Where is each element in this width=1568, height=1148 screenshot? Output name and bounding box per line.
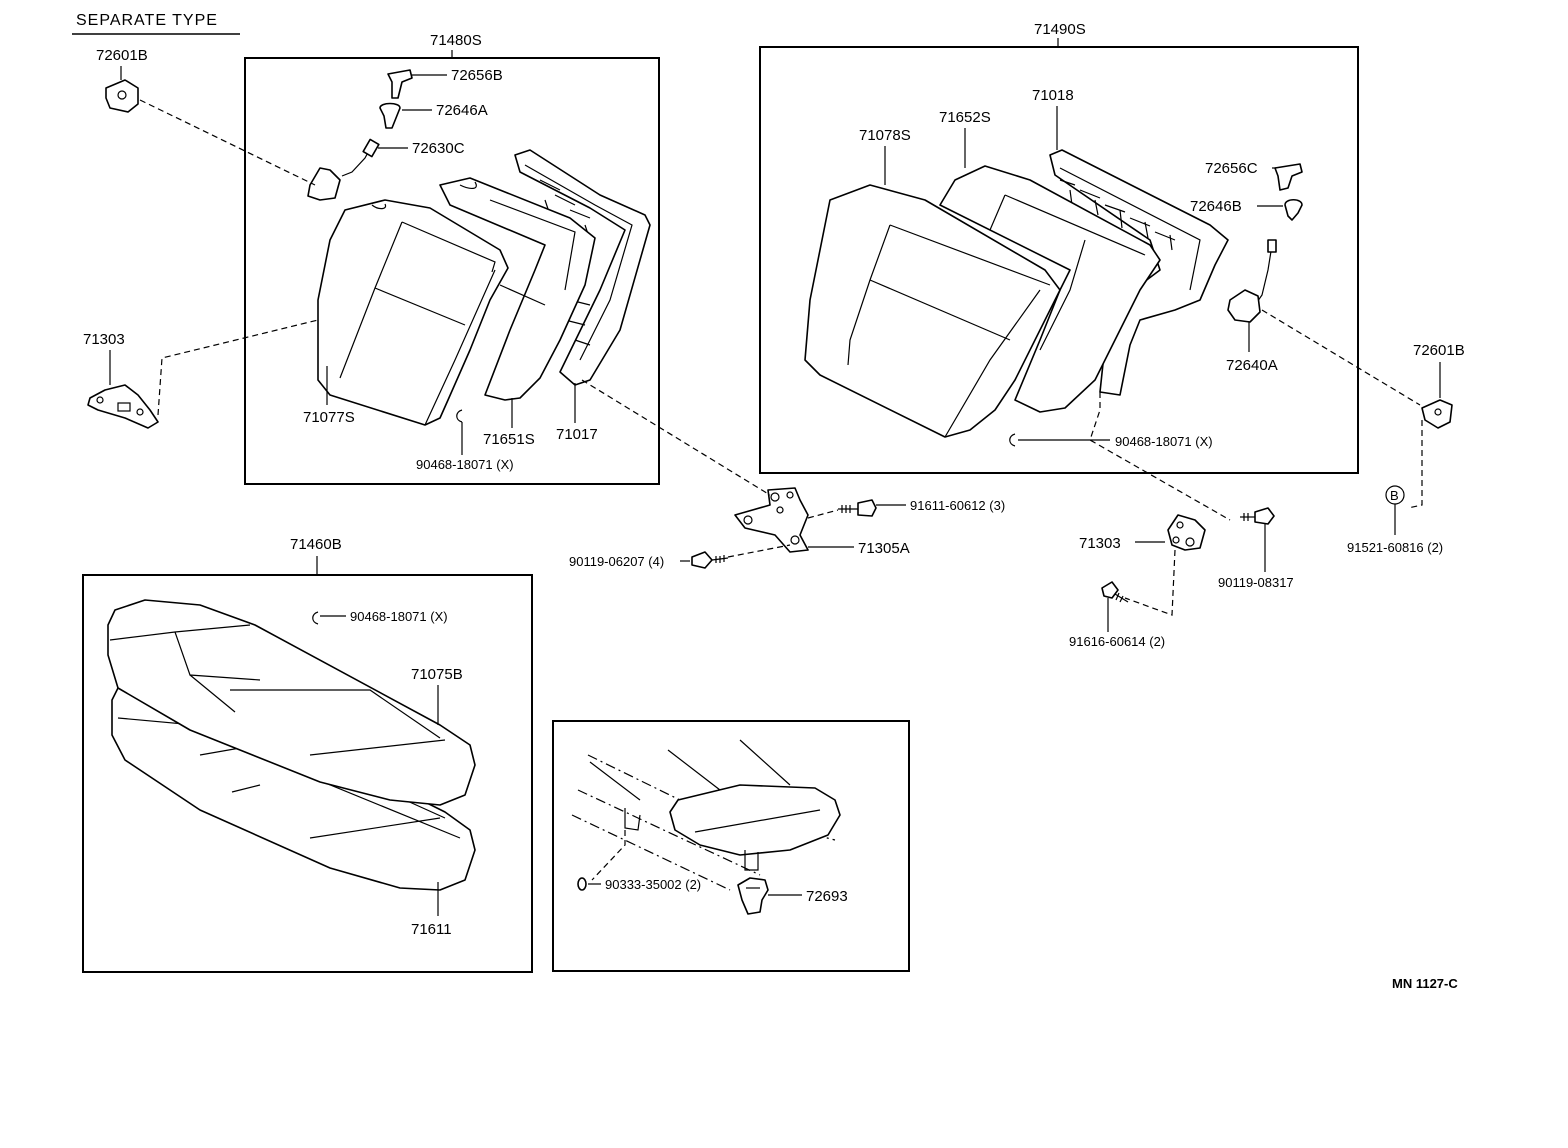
hook-detail: 90333-35002 (2) 72693 bbox=[552, 720, 910, 972]
label-91611: 91611-60612 (3) bbox=[910, 498, 1005, 513]
clip-icon bbox=[1009, 433, 1016, 447]
cushion-title: 71460B bbox=[290, 536, 342, 553]
label-90468-left: 90468-18071 (X) bbox=[416, 457, 514, 472]
label-71305A: 71305A bbox=[858, 540, 910, 557]
label-71651S: 71651S bbox=[483, 431, 535, 448]
seatback-cover-left bbox=[317, 199, 509, 426]
lock-cable-72640A-icon bbox=[1227, 239, 1277, 323]
headrest-support-72656B-icon bbox=[387, 69, 413, 99]
leader-72601B-right bbox=[1261, 309, 1421, 406]
leader-91611 bbox=[807, 509, 839, 519]
right-seatback-title: 71490S bbox=[1034, 21, 1086, 38]
label-71018: 71018 bbox=[1032, 87, 1074, 104]
cushion-box bbox=[82, 574, 533, 973]
leader-72601B-left bbox=[139, 99, 316, 186]
hinge-71305A bbox=[734, 487, 809, 553]
label-72693: 72693 bbox=[806, 888, 848, 905]
label-72640A: 72640A bbox=[1226, 357, 1278, 374]
figure-code: MN 1127-C bbox=[1392, 976, 1458, 991]
label-71652S: 71652S bbox=[939, 109, 991, 126]
detail-box bbox=[552, 720, 910, 972]
leader-90333 bbox=[591, 830, 626, 881]
headrest-support-72656C-icon bbox=[1274, 163, 1303, 191]
seatback-pad-left bbox=[439, 177, 596, 401]
hinge-71303-left: 71303 bbox=[83, 331, 159, 429]
headrest-support-72646A-icon bbox=[379, 102, 401, 129]
left-seatback-assembly: 71480S bbox=[244, 32, 660, 485]
label-72601B-left: 72601B bbox=[96, 47, 148, 64]
label-71017: 71017 bbox=[556, 426, 598, 443]
clip-90333-icon bbox=[577, 877, 587, 891]
seatback-cover-right bbox=[804, 184, 1061, 438]
bolt-90119-06207-icon bbox=[691, 551, 729, 569]
label-71078S: 71078S bbox=[859, 127, 911, 144]
lock-cable-72630C-icon bbox=[307, 138, 380, 201]
label-71075B: 71075B bbox=[411, 666, 463, 683]
label-71611: 71611 bbox=[411, 921, 452, 938]
label-90468-right: 90468-18071 (X) bbox=[1115, 434, 1213, 449]
type-label: SEPARATE TYPE bbox=[76, 12, 218, 29]
label-72601B-right: 72601B bbox=[1413, 342, 1465, 359]
label-72630C: 72630C bbox=[412, 140, 465, 157]
label-90119-06207: 90119-06207 (4) bbox=[569, 554, 664, 569]
hinge-cover-72601B-right: 72601B bbox=[1413, 342, 1465, 429]
bolt-91611-icon bbox=[838, 499, 877, 517]
leader-91521 bbox=[1407, 420, 1423, 509]
marker-b-letter: B bbox=[1390, 488, 1399, 503]
hinge-cover-72601B-left: 72601B bbox=[96, 47, 148, 113]
leader-90119-06207 bbox=[727, 544, 791, 558]
leader-71303-right bbox=[1089, 392, 1231, 521]
leader-71303-left bbox=[157, 319, 319, 416]
label-91616: 91616-60614 (2) bbox=[1069, 634, 1165, 649]
label-71303-right: 71303 bbox=[1079, 535, 1121, 552]
label-72656B: 72656B bbox=[451, 67, 503, 84]
headrest-support-72646B-icon bbox=[1284, 198, 1303, 221]
right-seatback-assembly: 71490S bbox=[759, 21, 1359, 474]
right-seatback-box bbox=[759, 46, 1359, 474]
leader-91616 bbox=[1124, 549, 1176, 616]
label-91521: 91521-60816 (2) bbox=[1347, 540, 1443, 555]
seatback-frame-left bbox=[514, 149, 651, 386]
left-seatback-title: 71480S bbox=[430, 32, 482, 49]
bolt-91616-icon bbox=[1101, 581, 1129, 603]
label-71303-left: 71303 bbox=[83, 331, 125, 348]
leader-71305A-frame bbox=[581, 379, 771, 496]
seatback-pad-right bbox=[939, 165, 1161, 413]
label-72656C: 72656C bbox=[1205, 160, 1258, 177]
bolt-90119-08317-icon bbox=[1240, 507, 1275, 525]
cushion-assembly: 71460B 90468-18071 (X) 71075B 71611 bbox=[82, 536, 533, 973]
reference-marker-b: B bbox=[1385, 485, 1405, 505]
label-71077S: 71077S bbox=[303, 409, 355, 426]
label-90468-cushion: 90468-18071 (X) bbox=[350, 609, 448, 624]
cushion-cover bbox=[107, 599, 476, 806]
hook-72693-icon bbox=[737, 877, 769, 915]
label-90333: 90333-35002 (2) bbox=[605, 877, 701, 892]
hinge-71303-right bbox=[1167, 514, 1206, 551]
label-72646B: 72646B bbox=[1190, 198, 1242, 215]
label-72646A: 72646A bbox=[436, 102, 488, 119]
clip-icon bbox=[456, 409, 463, 423]
label-90119-08317: 90119-08317 bbox=[1218, 575, 1294, 590]
clip-icon bbox=[312, 611, 319, 625]
